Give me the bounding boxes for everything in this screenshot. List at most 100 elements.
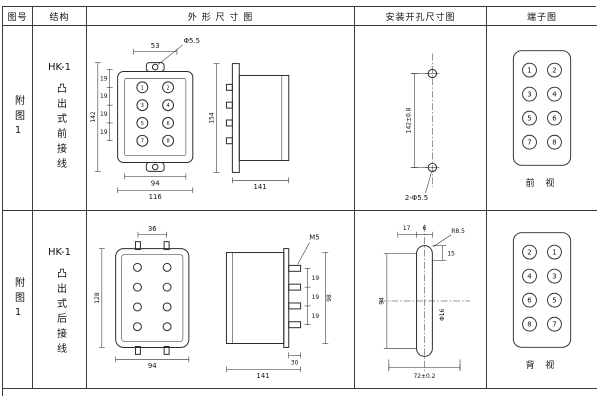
structure-cell-row2: HK-1 凸出式后接线 xyxy=(33,211,87,389)
dim-pitch-chain: 19 19 19 19 xyxy=(100,69,113,142)
fig-no-cell-row2: 附图1 xyxy=(3,211,33,389)
dim-slot-width-label: Φ16 xyxy=(439,308,446,320)
relay-side-view xyxy=(225,63,290,173)
mounting-cell-row1: 142±0.8 2-Φ5.5 xyxy=(355,26,487,211)
mounting-drawing-rear-wiring: 17 6 R8.5 15 xyxy=(378,224,470,380)
dim-hole-spacing-label: 142±0.8 xyxy=(406,107,413,133)
structure-type-label-row2: 凸出式后接线 xyxy=(54,268,66,358)
relay-side-view xyxy=(225,248,302,348)
relay-front-view xyxy=(115,241,190,355)
mounting-cell-row2: 17 6 R8.5 15 xyxy=(355,211,487,389)
terminal-number: 6 xyxy=(527,296,531,304)
fig-no-label-row2: 附图1 xyxy=(12,276,24,323)
dim-pitch-chain: 19 19 19 xyxy=(304,268,320,325)
dim-94-label: 94 xyxy=(378,297,385,305)
terminal-number: 7 xyxy=(141,139,144,145)
outline-cell-row2: 36 128 94 xyxy=(87,211,355,389)
header-fig-no: 图号 xyxy=(3,7,33,26)
terminal-diagram-front-view: 1 2 3 4 5 6 7 8 xyxy=(512,50,572,166)
model-label-row1: HK-1 xyxy=(48,62,71,73)
dim-m5-label: M5 xyxy=(309,234,319,242)
outline-cell-row1: 1 2 3 4 5 6 7 8 53 xyxy=(87,26,355,211)
terminal-number: 3 xyxy=(141,103,144,109)
terminal-number: 2 xyxy=(166,85,169,91)
terminal-number: 6 xyxy=(552,115,556,123)
dim-72: 72±0.2 xyxy=(388,359,461,380)
dim-94: 94 xyxy=(378,253,417,349)
dim-15-label: 15 xyxy=(447,250,455,257)
dim-116-label: 116 xyxy=(149,193,162,201)
terminal-number: 8 xyxy=(552,139,556,147)
dim-128-label: 128 xyxy=(94,292,101,304)
model-label-row2: HK-1 xyxy=(48,247,71,258)
terminal-number: 3 xyxy=(527,91,531,99)
dim-94: 94 xyxy=(115,356,190,370)
terminal-number: 4 xyxy=(166,103,169,109)
dim-154-label: 154 xyxy=(209,112,216,124)
dim-53: 53 xyxy=(133,42,178,55)
datasheet-table: 图号 结构 外 形 尺 寸 图 安装开孔尺寸图 端子图 附图1 HK-1 凸出式… xyxy=(2,6,597,397)
dim-30: 30 xyxy=(288,352,301,366)
fig-no-label-row1: 附图1 xyxy=(12,95,24,141)
dim-hole-dia: Φ5.5 xyxy=(158,37,200,65)
dim-94: 94 xyxy=(124,173,187,187)
dim-116: 116 xyxy=(117,187,194,201)
terminal-number: 5 xyxy=(527,115,531,123)
structure-cell-row1: HK-1 凸出式前接线 xyxy=(33,26,87,211)
dim-hole-label: Φ5.5 xyxy=(184,37,200,45)
outline-drawing-front-wiring: 1 2 3 4 5 6 7 8 53 xyxy=(90,37,290,201)
mounting-drawing-front-wiring: 142±0.8 2-Φ5.5 xyxy=(405,53,440,202)
terminal-cell-row1: 1 2 3 4 5 6 7 8 前 视 xyxy=(487,26,597,211)
dim-98-label: 98 xyxy=(326,294,333,302)
dim-radius-label: R8.5 xyxy=(451,228,465,235)
dim-hole-callout-label: 2-Φ5.5 xyxy=(405,194,428,202)
dim-19-label: 19 xyxy=(312,275,320,282)
terminal-number: 1 xyxy=(141,85,144,91)
structure-type-label-row1: 凸出式前接线 xyxy=(54,83,66,173)
terminal-number: 4 xyxy=(527,272,532,280)
terminal-view-label-row2: 背 视 xyxy=(525,360,559,371)
dim-36-label: 36 xyxy=(148,225,157,233)
dim-72-label: 72±0.2 xyxy=(413,373,435,380)
terminal-number: 2 xyxy=(527,248,531,256)
dim-19-label: 19 xyxy=(100,93,108,100)
dim-30-label: 30 xyxy=(291,359,299,366)
dim-154: 154 xyxy=(209,63,220,173)
terminal-number: 6 xyxy=(166,121,169,127)
terminal-number: 3 xyxy=(552,272,556,280)
dim-19-label: 19 xyxy=(312,294,320,301)
dim-19-label: 19 xyxy=(100,75,108,82)
outline-drawing-rear-wiring: 36 128 94 xyxy=(94,225,333,380)
dim-19-label: 19 xyxy=(100,111,108,118)
dim-141-label: 141 xyxy=(256,372,269,380)
terminal-number: 4 xyxy=(552,91,557,99)
dim-141: 141 xyxy=(226,366,301,380)
dim-53-label: 53 xyxy=(151,42,160,50)
dim-hole-callout: 2-Φ5.5 xyxy=(405,172,432,202)
table-footer-strip xyxy=(3,389,597,397)
dim-142-label: 142 xyxy=(90,111,97,123)
dim-128: 128 xyxy=(94,248,105,348)
header-mounting-hole-dimensions: 安装开孔尺寸图 xyxy=(355,7,487,26)
terminal-number: 8 xyxy=(166,139,169,145)
relay-front-view: 1 2 3 4 5 6 7 8 xyxy=(117,62,194,172)
dim-radius-callout: R8.5 xyxy=(433,228,465,247)
dim-98: 98 xyxy=(322,252,333,344)
dim-slot-width: Φ16 xyxy=(439,308,446,320)
terminal-view-label-row1: 前 视 xyxy=(525,179,559,189)
cutout-shape xyxy=(378,224,470,372)
dim-6-label: 6 xyxy=(423,225,427,232)
dim-m5-callout: M5 xyxy=(297,234,320,265)
header-terminal-diagram: 端子图 xyxy=(487,7,597,26)
table-grid: 图号 结构 外 形 尺 寸 图 安装开孔尺寸图 端子图 附图1 HK-1 凸出式… xyxy=(3,7,597,397)
dim-141: 141 xyxy=(232,177,290,191)
dim-hole-spacing: 142±0.8 xyxy=(406,73,429,168)
dim-17: 17 xyxy=(397,225,417,238)
dim-19-label: 19 xyxy=(100,129,108,136)
terminal-cell-row2: 2 1 4 3 6 5 8 7 背 视 xyxy=(487,211,597,389)
dim-19-label: 19 xyxy=(312,313,320,320)
dim-6: 6 xyxy=(416,225,433,238)
dim-36: 36 xyxy=(137,225,167,238)
dim-15: 15 xyxy=(432,245,455,261)
dim-17-label: 17 xyxy=(403,225,411,232)
